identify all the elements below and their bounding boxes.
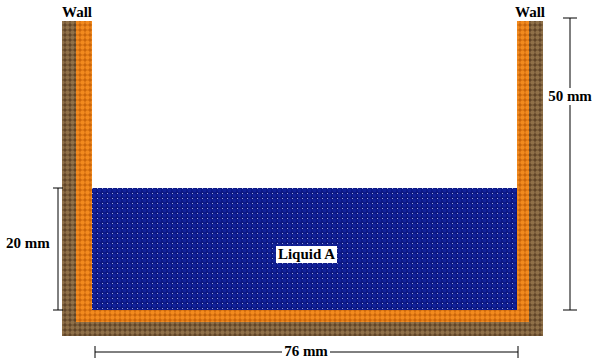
wall-inner-right — [517, 18, 529, 322]
dimension-label: 50 mm — [546, 88, 594, 105]
wall-label: Wall — [513, 4, 547, 21]
wall-outer-left — [62, 18, 76, 336]
wall-inner-bottom — [76, 310, 529, 322]
liquid-label: Liquid A — [276, 246, 337, 263]
wall-outer-bottom — [62, 322, 543, 336]
wall-label: Wall — [60, 4, 94, 21]
liquid-region: Liquid A — [92, 188, 517, 310]
dimension-20 — [53, 188, 63, 310]
wall-outer-right — [529, 18, 543, 336]
dimension-label: 76 mm — [282, 343, 330, 360]
wall-inner-left — [76, 18, 92, 322]
dimension-50 — [563, 18, 577, 310]
dimension-label: 20 mm — [4, 235, 52, 252]
